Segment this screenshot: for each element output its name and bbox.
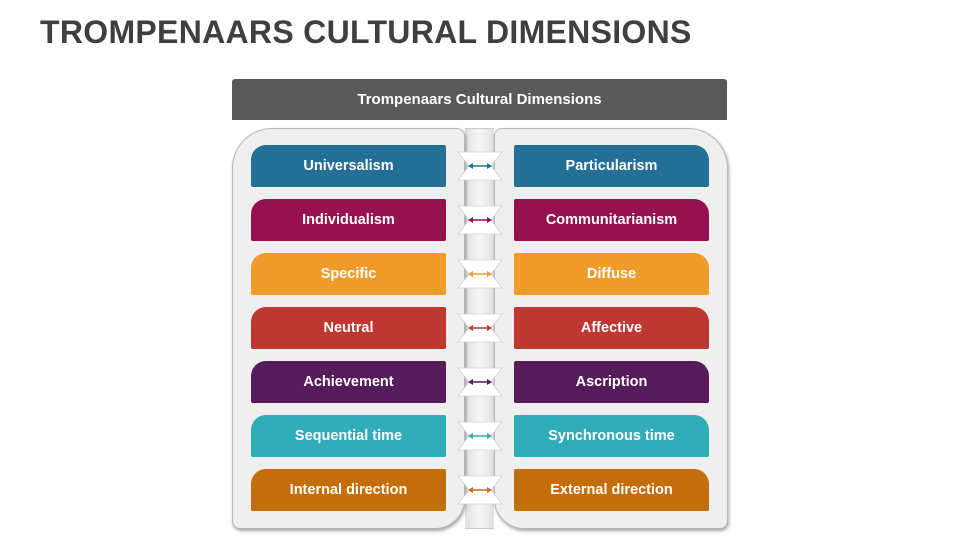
dimension-right-box: Affective <box>514 307 709 349</box>
page-title: TROMPENAARS CULTURAL DIMENSIONS <box>40 14 692 50</box>
dimension-row: Achievement Ascription <box>0 361 960 403</box>
diagram-header-label: Trompenaars Cultural Dimensions <box>357 91 602 108</box>
dimension-right-box: Particularism <box>514 145 709 187</box>
dimension-row: Specific Diffuse <box>0 253 960 295</box>
dimension-right-box: Communitarianism <box>514 199 709 241</box>
dimension-row: Internal direction External direction <box>0 469 960 511</box>
dimension-left-box: Internal direction <box>251 469 446 511</box>
dimension-right-box: Ascription <box>514 361 709 403</box>
dimension-right-box: Diffuse <box>514 253 709 295</box>
dimension-row: Sequential time Synchronous time <box>0 415 960 457</box>
dimension-left-box: Achievement <box>251 361 446 403</box>
dimension-row: Universalism Particularism <box>0 145 960 187</box>
dimension-left-box: Universalism <box>251 145 446 187</box>
dimension-row: Neutral Affective <box>0 307 960 349</box>
double-arrow-icon <box>457 367 503 397</box>
dimension-right-box: Synchronous time <box>514 415 709 457</box>
dimension-left-box: Sequential time <box>251 415 446 457</box>
double-arrow-icon <box>457 259 503 289</box>
double-arrow-icon <box>457 151 503 181</box>
double-arrow-icon <box>457 313 503 343</box>
diagram-header: Trompenaars Cultural Dimensions <box>232 79 727 120</box>
double-arrow-icon <box>457 205 503 235</box>
dimension-left-box: Individualism <box>251 199 446 241</box>
double-arrow-icon <box>457 475 503 505</box>
dimension-left-box: Neutral <box>251 307 446 349</box>
dimension-left-box: Specific <box>251 253 446 295</box>
double-arrow-icon <box>457 421 503 451</box>
dimension-row: Individualism Communitarianism <box>0 199 960 241</box>
dimension-right-box: External direction <box>514 469 709 511</box>
